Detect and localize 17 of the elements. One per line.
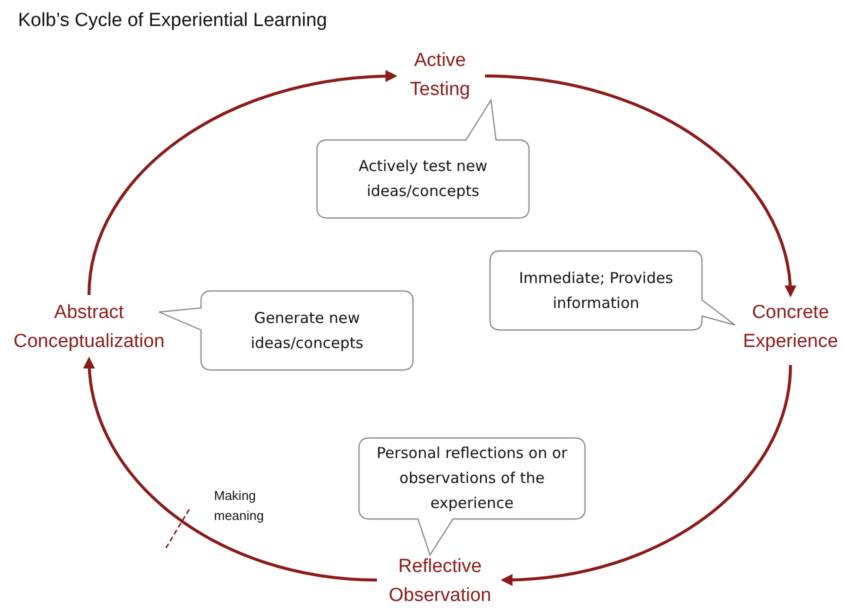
stage-label: Concrete Experience	[738, 298, 843, 362]
stage-label: Abstract Conceptualization	[6, 298, 172, 356]
speech-bubble	[316, 98, 530, 220]
annotation-text: Making meaning	[214, 487, 265, 525]
diagram-title: Kolb’s Cycle of Experiential Learning	[18, 10, 328, 32]
cycle-arrow	[484, 74, 796, 298]
bubble-text: Actively test new ideas/concepts	[358, 156, 488, 202]
bubble-text: Generate new ideas/concepts	[250, 308, 364, 354]
cycle-arrow	[84, 356, 378, 582]
bubble-text: Personal reflections on or observations of the experience	[376, 443, 568, 514]
stage-label: Active Testing	[398, 46, 482, 106]
stage-label: Reflective Observation	[380, 552, 500, 608]
bubble-text: Immediate; Provides information	[518, 268, 674, 314]
speech-bubble	[489, 250, 737, 332]
cycle-arrow	[88, 70, 398, 296]
speech-bubble	[358, 437, 588, 557]
cycle-arrow	[500, 364, 792, 586]
